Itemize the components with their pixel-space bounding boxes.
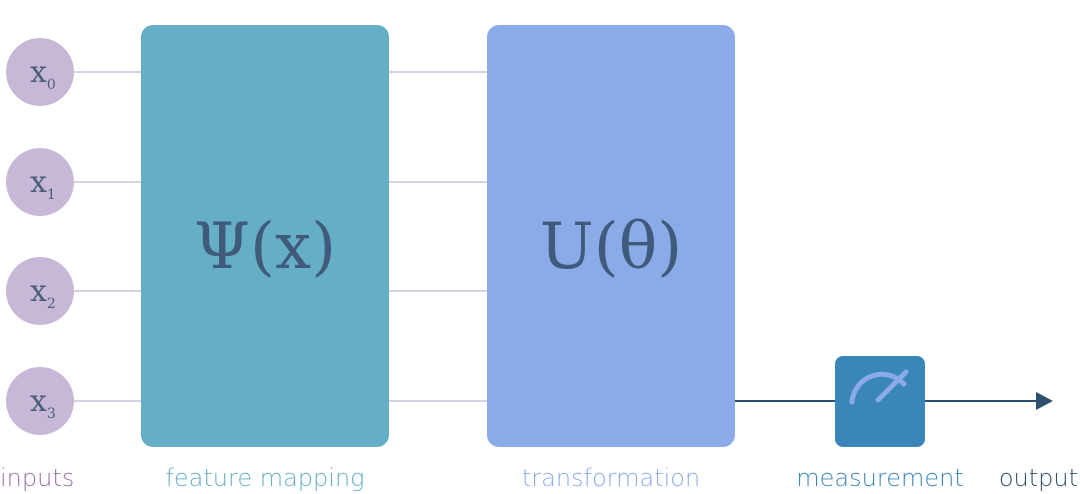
input-node-subscript: 1 <box>47 187 56 203</box>
feature-mapping-block: Ψ(x) <box>141 25 389 447</box>
transformation-symbol: U(θ) <box>540 210 682 284</box>
svg-text:x1: x1 <box>30 165 56 203</box>
transformation-block: U(θ) <box>487 25 735 447</box>
input-node-subscript: 3 <box>47 406 56 422</box>
input-node-base: x <box>30 384 47 419</box>
svg-text:x0: x0 <box>30 55 56 93</box>
label-transformation: transformation <box>522 464 700 492</box>
input-node-3: x3 <box>6 367 74 435</box>
svg-text:x3: x3 <box>30 384 56 422</box>
input-node-base: x <box>30 274 47 309</box>
input-node-base: x <box>30 165 47 200</box>
label-output: output <box>999 464 1078 492</box>
measurement-block <box>835 356 925 447</box>
input-node-1: x1 <box>6 148 74 216</box>
meter-icon <box>849 369 909 405</box>
feature-mapping-symbol: Ψ(x) <box>194 210 336 284</box>
label-inputs: inputs <box>0 464 74 492</box>
input-nodes: x0 x1 x2 x3 <box>6 38 74 435</box>
stage-labels: inputs feature mapping transformation me… <box>0 464 1078 492</box>
input-node-subscript: 2 <box>47 296 56 312</box>
input-node-2: x2 <box>6 257 74 325</box>
input-node-0: x0 <box>6 38 74 106</box>
label-feature-mapping: feature mapping <box>165 464 364 492</box>
arrow-right-icon <box>1036 392 1053 410</box>
label-measurement: measurement <box>796 464 963 492</box>
input-node-base: x <box>30 55 47 90</box>
input-node-subscript: 0 <box>47 77 56 93</box>
svg-text:x2: x2 <box>30 274 56 312</box>
